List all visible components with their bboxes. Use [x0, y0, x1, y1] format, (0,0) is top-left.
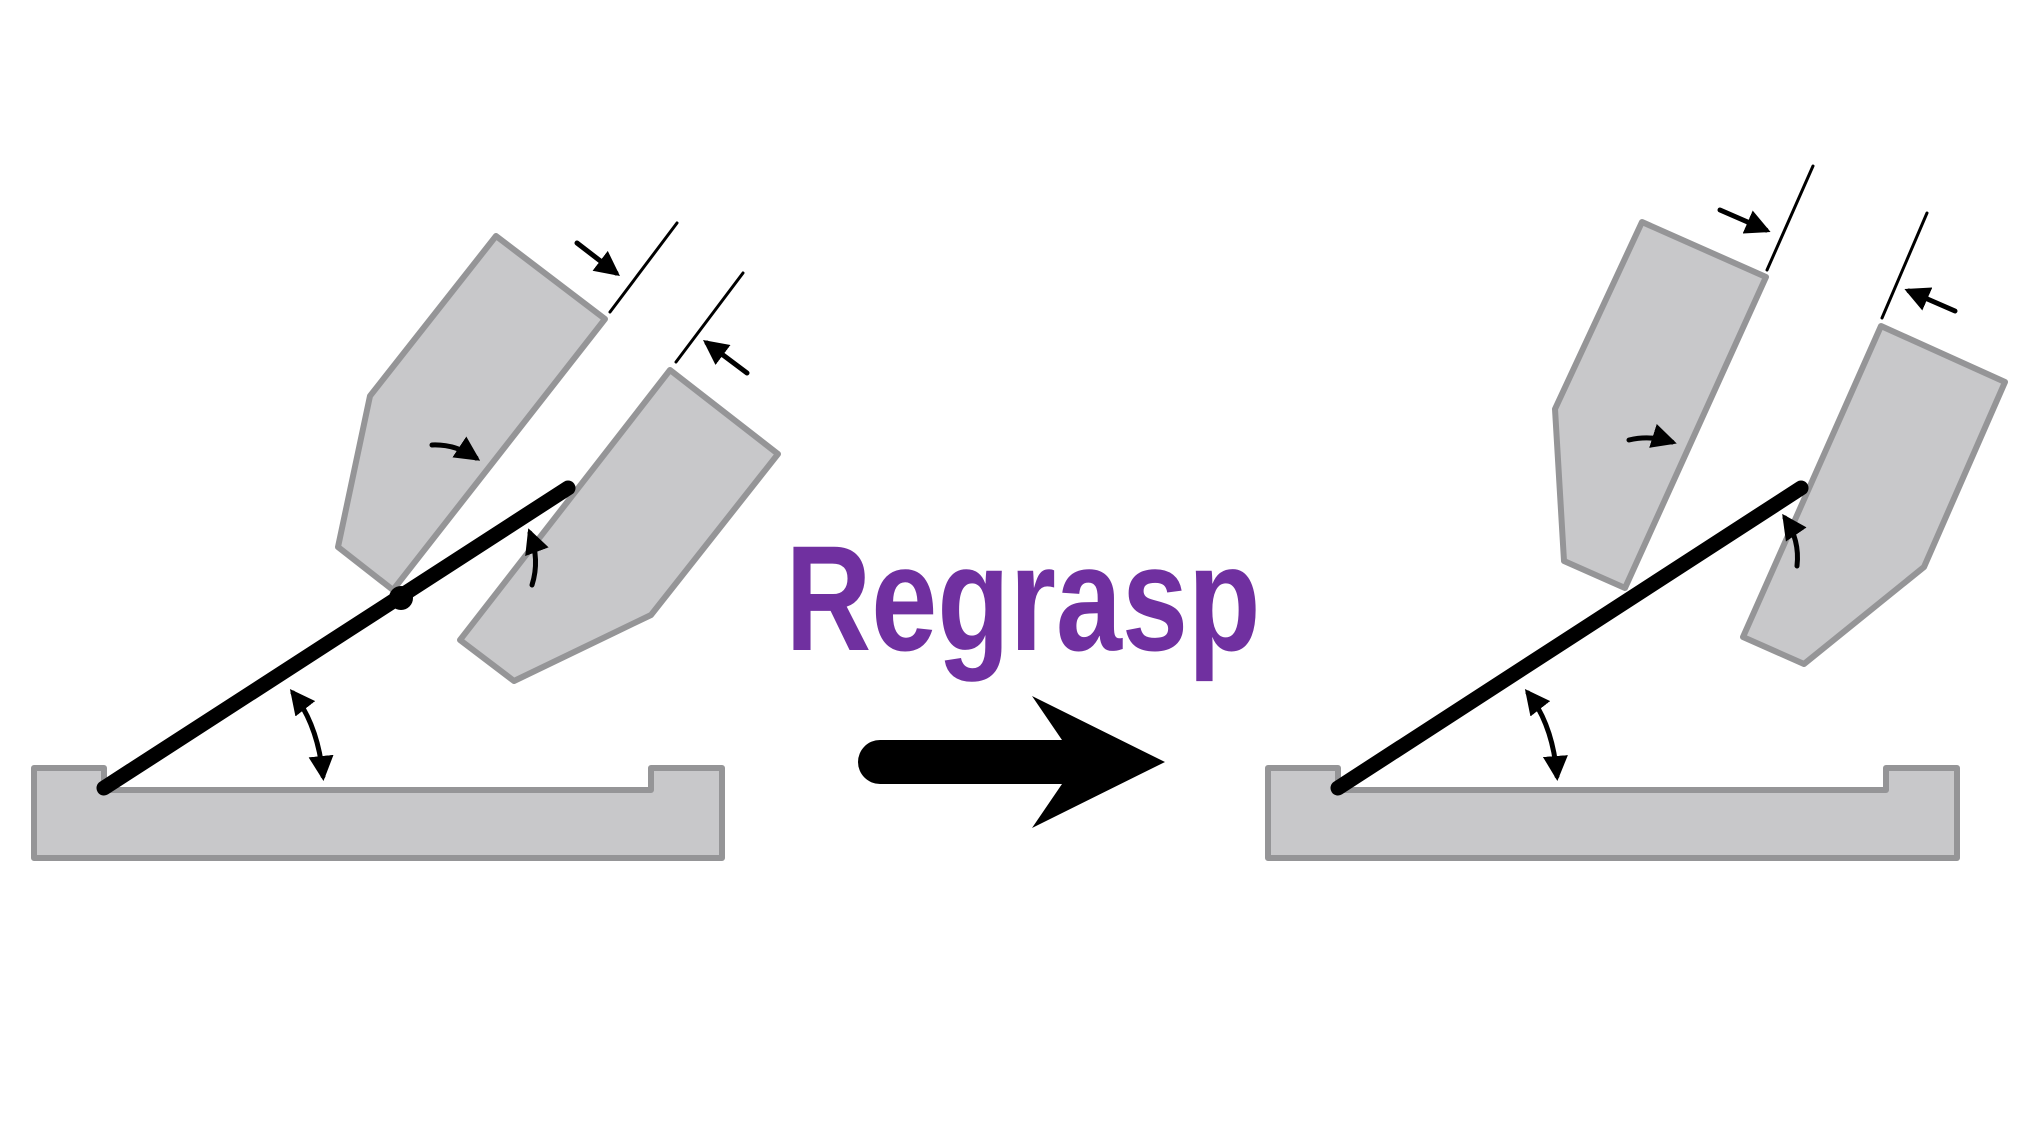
right-rotation-arrow-right — [1782, 513, 1807, 569]
left-rotation-arrow-upper — [429, 436, 481, 461]
right-guide-line-left — [1765, 164, 1815, 272]
right-gripper-finger-right — [1740, 323, 2008, 667]
left-push-arrow-lower — [703, 340, 750, 376]
right-rotation-arrow-left — [1626, 424, 1677, 448]
transition: Regrasp — [786, 514, 1261, 828]
left-gripper-finger-upper — [335, 233, 608, 593]
transition-arrow-icon — [858, 696, 1165, 828]
left-base-fixture — [31, 765, 725, 861]
right-rod — [1330, 480, 1809, 796]
right-push-arrow-left — [1717, 207, 1771, 234]
right-base-fixture — [1265, 765, 1960, 861]
after-panel — [1265, 164, 2008, 861]
left-rotation-arrow-lower — [525, 528, 549, 588]
right-gripper-finger-left — [1552, 219, 1769, 591]
right-push-arrow-right — [1904, 287, 1958, 314]
left-angle-arrow — [289, 689, 334, 781]
left-push-arrow-upper — [574, 240, 620, 277]
right-guide-line-right — [1880, 211, 1929, 320]
right-angle-arrow — [1524, 689, 1568, 781]
left-guide-line-lower — [674, 271, 745, 364]
left-guide-line-upper — [608, 221, 679, 314]
left-gripper-finger-lower — [457, 367, 781, 684]
left-rod — [96, 480, 576, 796]
left-pivot-point — [389, 586, 413, 610]
before-panel — [31, 221, 781, 861]
title-text: Regrasp — [786, 514, 1261, 682]
